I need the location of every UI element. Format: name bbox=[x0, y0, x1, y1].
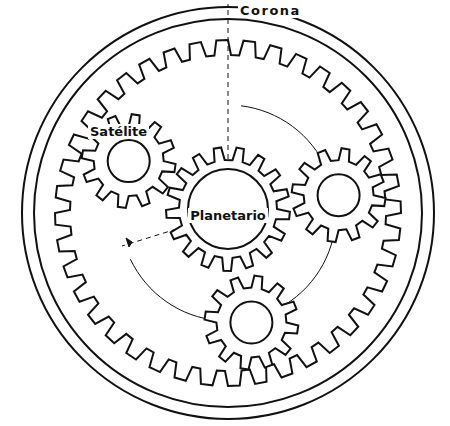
sun-hub bbox=[188, 169, 268, 249]
part-label: Planetario bbox=[188, 208, 268, 223]
rotation-arrow bbox=[126, 238, 132, 247]
planet-gear bbox=[292, 148, 386, 242]
planet-gear bbox=[82, 114, 176, 208]
sun-gear bbox=[166, 147, 290, 271]
part-label: Corona bbox=[238, 3, 303, 18]
planet-axle-hole bbox=[230, 302, 272, 344]
planet-axle-hole bbox=[108, 140, 150, 182]
part-label: Satélite bbox=[88, 124, 149, 139]
planet-gear bbox=[205, 276, 299, 370]
planet-axle-hole bbox=[318, 174, 360, 216]
